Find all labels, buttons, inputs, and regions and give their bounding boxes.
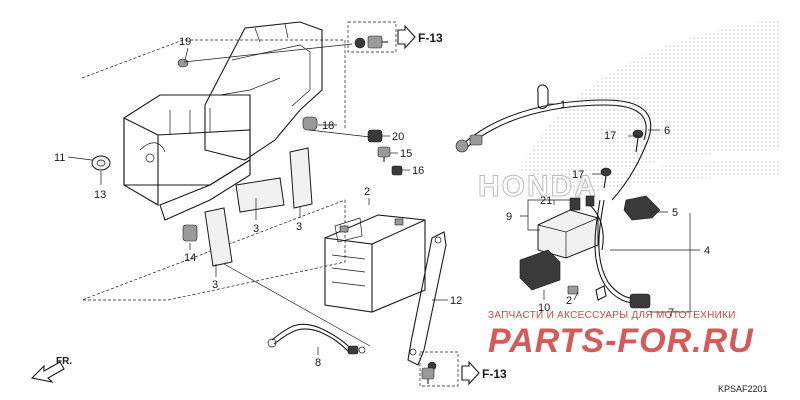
diagram-code: KPSAF2201 — [718, 384, 768, 394]
callout-15: 15 — [400, 148, 412, 160]
battery-cover[interactable] — [204, 21, 323, 161]
callout-17-lower: 17 — [572, 169, 584, 181]
callout-7: 7 — [668, 307, 674, 319]
callout-10: 10 — [538, 302, 550, 314]
wire-harness[interactable] — [455, 99, 652, 201]
assembly-boundary — [81, 39, 346, 301]
watermark-brand: PARTS-FOR.RU — [488, 322, 754, 360]
front-direction-arrow: FR. — [30, 356, 72, 383]
callout-5: 5 — [672, 207, 678, 219]
rubber-pad-1[interactable] — [235, 177, 285, 213]
reference-arrow-top: F-13 — [347, 21, 443, 53]
nut-16[interactable] — [391, 165, 403, 176]
reference-top: F-13 — [418, 31, 443, 45]
screw-17-lower[interactable] — [600, 167, 612, 189]
nut-19[interactable] — [177, 58, 189, 68]
reference-bottom: F-13 — [482, 367, 507, 381]
callout-19: 19 — [179, 36, 191, 48]
relay-connector[interactable] — [519, 249, 561, 291]
starter-cable[interactable] — [594, 199, 641, 304]
grommet-20[interactable] — [367, 129, 383, 143]
callout-2-small: 2 — [566, 295, 572, 307]
callout-18: 18 — [322, 120, 334, 132]
callout-13: 13 — [94, 189, 106, 201]
callout-4: 4 — [704, 245, 710, 257]
callout-6: 6 — [664, 125, 670, 137]
rubber-pad-3[interactable] — [204, 207, 233, 267]
callout-3a: 3 — [253, 223, 259, 235]
grommet-13[interactable] — [91, 155, 111, 171]
callout-16: 16 — [412, 165, 424, 177]
callout-20: 20 — [392, 131, 404, 143]
front-label: FR. — [56, 356, 72, 367]
terminal-cap-7[interactable] — [629, 293, 651, 309]
starter-relay[interactable] — [537, 195, 604, 259]
bolt-15[interactable] — [377, 146, 391, 162]
callout-11: 11 — [54, 152, 65, 164]
leader-lines — [67, 43, 700, 355]
callout-1: 1 — [560, 99, 566, 111]
callout-17-upper: 17 — [604, 130, 616, 142]
callout-3b: 3 — [296, 221, 302, 233]
callout-14: 14 — [184, 252, 196, 264]
watermark-caption: ЗАПЧАСТИ И АКСЕССУАРЫ ДЛЯ МОТОТЕХНИКИ — [488, 310, 736, 321]
battery-cable[interactable] — [267, 323, 366, 355]
collar-18[interactable] — [302, 116, 318, 131]
callout-3c: 3 — [212, 279, 218, 291]
bottom-mount-bolt[interactable] — [421, 361, 437, 384]
small-terminal[interactable] — [567, 285, 579, 295]
callout-labels: 1 2 3 3 3 4 5 6 7 8 9 10 11 12 13 14 15 … — [54, 36, 710, 369]
callout-2: 2 — [364, 186, 370, 198]
battery-stay[interactable] — [407, 231, 447, 366]
terminal-cover-5[interactable] — [623, 195, 661, 221]
battery[interactable] — [324, 214, 426, 313]
rubber-pad-2[interactable] — [289, 147, 313, 209]
watermark: ЗАПЧАСТИ И АКСЕССУАРЫ ДЛЯ МОТОТЕХНИКИ PA… — [488, 310, 754, 360]
battery-box[interactable] — [123, 94, 251, 221]
callout-9: 9 — [506, 211, 512, 223]
damper-14[interactable] — [182, 224, 198, 242]
callout-12: 12 — [450, 295, 462, 307]
reference-arrow-bottom: F-13 — [419, 351, 507, 387]
callout-8: 8 — [315, 357, 321, 369]
top-mount-bolt[interactable] — [354, 35, 388, 49]
callout-21: 21 — [540, 195, 552, 207]
harness-clip[interactable] — [537, 84, 549, 110]
